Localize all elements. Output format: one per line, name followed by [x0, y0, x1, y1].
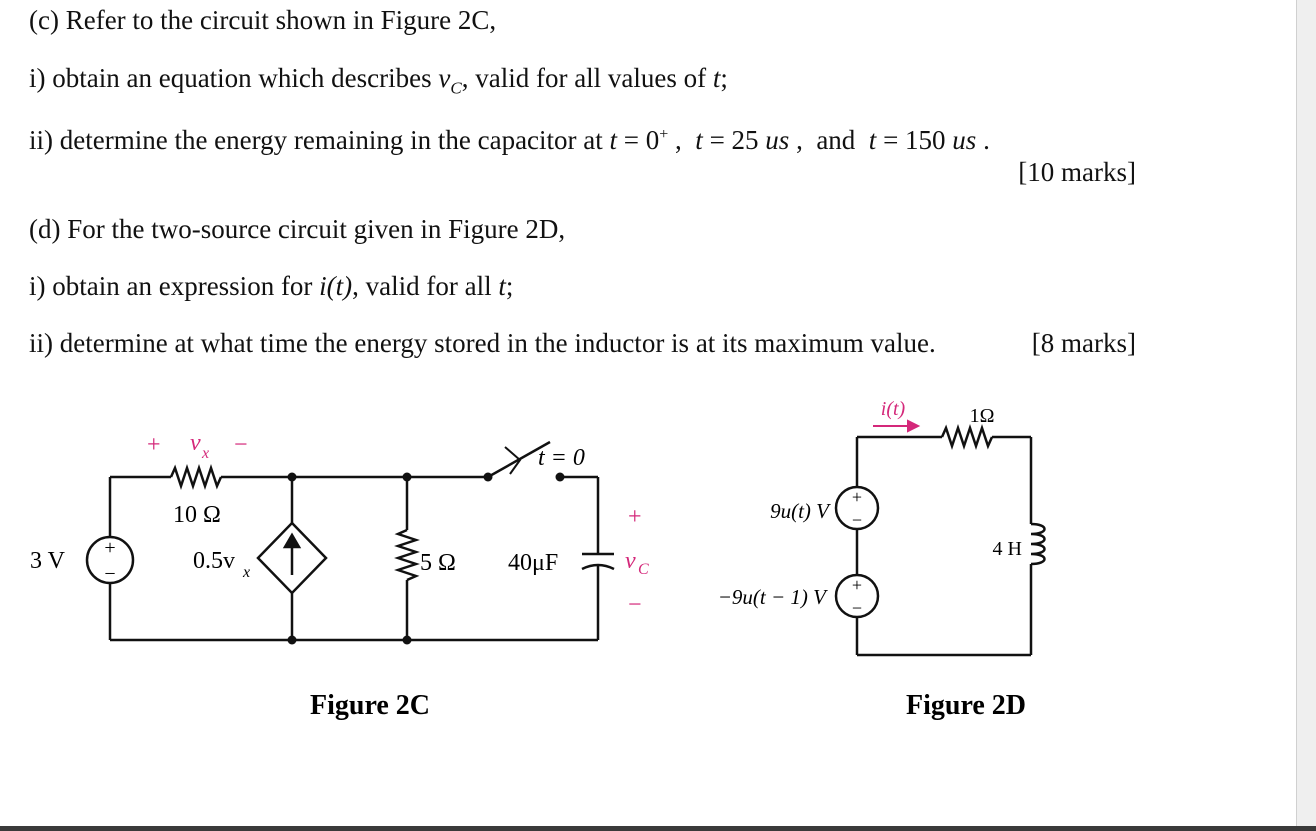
dependent-source-arrow: [282, 532, 302, 575]
inductor-4h: [1030, 522, 1046, 566]
unit-us-2: us: [952, 125, 977, 155]
vc-label: v: [625, 548, 636, 574]
eq2: = 25: [702, 125, 766, 155]
part-d-i-post: , valid for all: [352, 271, 499, 301]
voltage-source-9ut-1: [834, 573, 880, 619]
var-t3: t: [868, 125, 877, 155]
part-c-i-pre: i) obtain an equation which describes: [29, 63, 439, 93]
part-c-i: i) obtain an equation which describes vC…: [29, 61, 728, 105]
label-current: i(t): [881, 398, 906, 420]
var-vc: v: [438, 63, 451, 93]
label-5-ohm: 5 Ω: [420, 550, 456, 576]
voltage-source-9ut: [834, 485, 880, 531]
label-source1: 9u(t) V: [770, 499, 831, 523]
label-switch: t = 0: [538, 445, 585, 471]
label-dep-sub: x: [242, 564, 250, 581]
eq1: = 0: [617, 125, 660, 155]
sup-plus: +: [659, 126, 669, 143]
part-d-i: i) obtain an expression for i(t), valid …: [29, 269, 513, 303]
caption-figure-2d: Figure 2D: [906, 690, 1026, 721]
expr-i-t: i(t): [319, 271, 353, 301]
part-c-ii-a: ii) determine the energy remaining in th…: [29, 125, 610, 155]
resistor-5-ohm: [394, 528, 420, 582]
part-c-i-post: , valid for all values of: [461, 63, 713, 93]
part-c-i-end: ;: [720, 63, 728, 93]
resistor-10-ohm: [169, 464, 223, 490]
part-d-i-pre: i) obtain an expression for: [29, 271, 320, 301]
part-d-marks: [8 marks]: [1031, 328, 1136, 358]
source2-plus: +: [852, 575, 862, 595]
part-d-ii: ii) determine at what time the energy st…: [29, 328, 936, 358]
bottom-border: [0, 826, 1316, 831]
figures: + − 3 V 10 Ω + v x − 0.5v x 5 Ω t = 0 40…: [30, 398, 1046, 721]
source-3v-plus: +: [104, 537, 115, 559]
source2-minus: −: [852, 598, 862, 618]
sep2: , and: [789, 125, 869, 155]
part-d-i-end: ;: [505, 271, 514, 301]
scrollbar-track[interactable]: [1296, 0, 1316, 831]
vx-minus: −: [234, 432, 248, 458]
voltage-source-3v: [85, 535, 135, 585]
part-c-marks: [10 marks]: [1018, 157, 1136, 187]
unit-us-1: us: [765, 125, 790, 155]
ii-end: .: [976, 125, 990, 155]
var-t: t: [712, 63, 721, 93]
resistor-1-ohm: [940, 424, 994, 450]
dependent-source-diamond: [256, 521, 328, 595]
label-1-ohm: 1Ω: [970, 405, 995, 427]
capacitor-40uF: [581, 552, 615, 571]
label-10-ohm: 10 Ω: [173, 502, 221, 528]
label-40uF: 40μF: [508, 550, 558, 576]
vx-plus: +: [147, 432, 161, 458]
vc-plus: +: [628, 504, 642, 530]
switch-arrow: [504, 446, 522, 475]
caption-figure-2c: Figure 2C: [310, 690, 430, 721]
vc-sub: C: [638, 561, 649, 578]
sep1: ,: [668, 125, 696, 155]
label-4h: 4 H: [993, 538, 1022, 560]
var-t2: t: [695, 125, 703, 155]
vc-minus: −: [628, 592, 642, 618]
part-c-heading: (c) Refer to the circuit shown in Figure…: [29, 5, 497, 35]
eq3: = 150: [876, 125, 953, 155]
figure-2c-wires: [108, 440, 600, 642]
label-3v: 3 V: [30, 548, 66, 574]
var-t1: t: [609, 125, 618, 155]
vx-label: v: [190, 430, 201, 456]
part-d-heading: (d) For the two-source circuit given in …: [29, 214, 566, 244]
current-arrow-icon: [873, 419, 921, 433]
node-dots: [287, 472, 565, 645]
source1-minus: −: [852, 510, 862, 530]
source-3v-minus: −: [104, 563, 115, 585]
var-t-d: t: [498, 271, 506, 301]
label-dep-source: 0.5v: [193, 548, 235, 574]
label-source2: −9u(t − 1) V: [718, 585, 828, 609]
figure-2d-wires: [855, 424, 1046, 657]
source1-plus: +: [852, 487, 862, 507]
vx-sub: x: [201, 445, 209, 462]
part-c-ii: ii) determine the energy remaining in th…: [29, 118, 990, 157]
var-vc-sub: C: [450, 78, 462, 98]
